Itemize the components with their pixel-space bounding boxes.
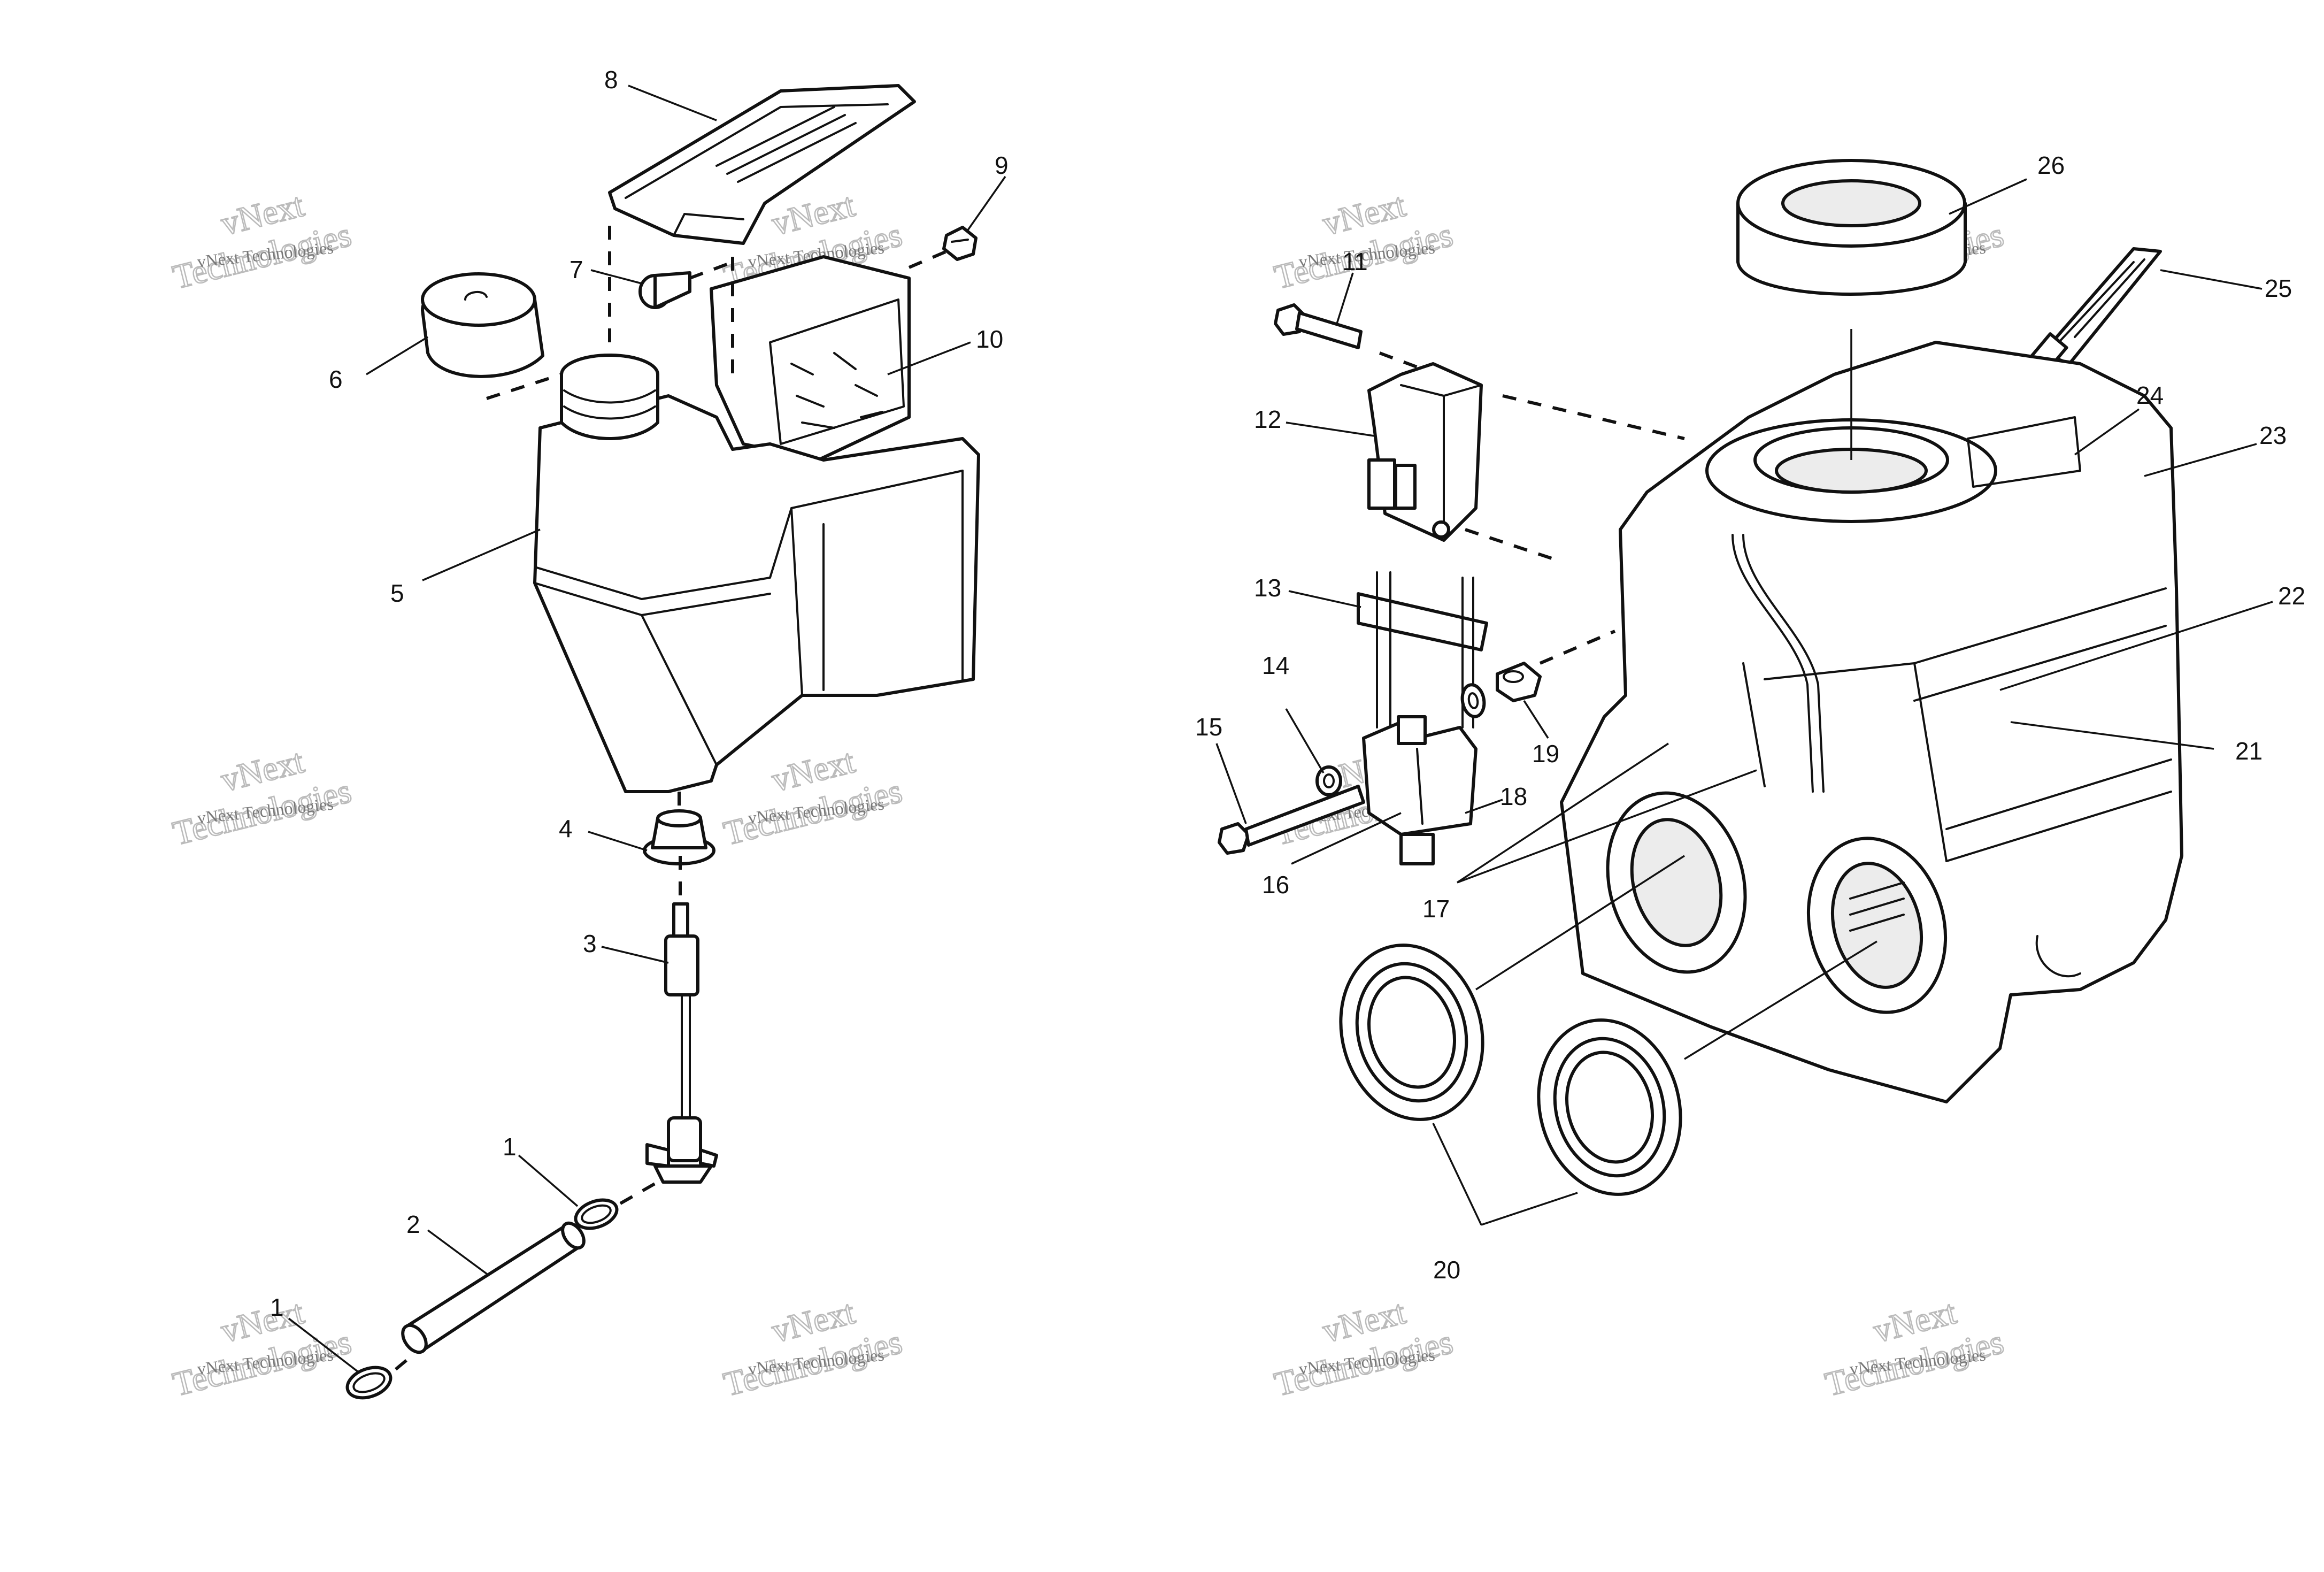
tank-cover-part — [608, 84, 916, 245]
callout-13: 13 — [1254, 574, 1281, 602]
cdi-module-part — [1367, 362, 1483, 542]
assembly-line — [1502, 394, 1685, 440]
callout-15: 15 — [1195, 713, 1222, 741]
callout-23: 23 — [2259, 421, 2287, 449]
watermark: vNext Technologies vNext Technologies — [1270, 185, 1457, 297]
callout-3: 3 — [583, 930, 597, 957]
callout-5: 5 — [390, 579, 404, 607]
assembly-line — [1539, 630, 1616, 665]
hose-clamp-part — [345, 1366, 393, 1400]
callout-labels: 8 9 7 6 10 5 4 3 1 2 1 11 12 13 14 15 16… — [270, 66, 2305, 1321]
nut-part — [1496, 662, 1542, 702]
assembly-line — [908, 250, 948, 269]
oil-filter-part — [645, 902, 718, 1184]
callout-1-upper: 1 — [503, 1133, 517, 1161]
watermark: vNext Technologies vNext Technologies — [168, 185, 356, 297]
assembly-line — [1465, 528, 1562, 563]
callout-21: 21 — [2235, 737, 2263, 765]
watermark: vNext Technologies vNext Technologies — [719, 741, 906, 853]
assembly-line — [619, 1180, 659, 1205]
washer-part — [1315, 765, 1342, 796]
callout-22: 22 — [2278, 582, 2305, 610]
nut-part — [942, 226, 978, 261]
callout-25: 25 — [2265, 274, 2292, 302]
washer-part — [1460, 683, 1486, 718]
assembly-line — [486, 373, 562, 400]
mounting-bracket-part — [710, 255, 911, 462]
callout-6: 6 — [329, 365, 343, 393]
airbox-assembly — [1218, 159, 2183, 1196]
coil-bolt-part — [1218, 785, 1365, 855]
buckle-strap-part — [2028, 247, 2162, 374]
callout-18: 18 — [1500, 783, 1527, 810]
intake-seal-part — [1339, 944, 1484, 1121]
screw-part — [638, 271, 691, 309]
ignition-coil-part — [1362, 715, 1477, 865]
callout-14: 14 — [1262, 651, 1289, 679]
callout-10: 10 — [976, 325, 1003, 353]
callout-8: 8 — [604, 66, 618, 94]
callout-12: 12 — [1254, 405, 1281, 433]
callout-1-lower: 1 — [270, 1293, 284, 1321]
watermark: vNext Technologies vNext Technologies — [168, 741, 356, 853]
callout-17: 17 — [1422, 895, 1450, 923]
oil-tank-part — [533, 354, 980, 793]
foam-filter-part — [1736, 159, 1967, 296]
airbox-housing-part — [1560, 341, 2183, 1103]
callout-19: 19 — [1532, 740, 1559, 768]
callout-2: 2 — [406, 1210, 420, 1238]
assembly-line — [395, 1354, 413, 1371]
hose-clamp-part — [574, 1198, 619, 1230]
callout-7: 7 — [570, 256, 583, 283]
leader-lines — [288, 85, 2273, 1373]
coil-bracket-part — [1357, 571, 1488, 729]
callout-20: 20 — [1433, 1256, 1460, 1284]
callout-24: 24 — [2136, 381, 2164, 409]
cap-part — [421, 272, 544, 378]
callout-11: 11 — [1342, 248, 1368, 275]
callout-26: 26 — [2037, 151, 2065, 179]
callout-16: 16 — [1262, 871, 1289, 899]
callout-4: 4 — [559, 815, 573, 842]
assembly-line — [689, 260, 734, 280]
watermark: vNext Technologies vNext Technologies — [719, 1292, 906, 1404]
oil-tank-assembly — [345, 84, 980, 1400]
watermark: vNext Technologies vNext Technologies — [1821, 1292, 2008, 1404]
bolt-part — [1274, 303, 1363, 349]
callout-9: 9 — [995, 151, 1009, 179]
fuel-hose-part — [401, 1221, 586, 1354]
assembly-line — [1379, 351, 1423, 371]
intake-seal-part — [1537, 1018, 1682, 1196]
watermark: vNext Technologies vNext Technologies — [1270, 1292, 1457, 1404]
